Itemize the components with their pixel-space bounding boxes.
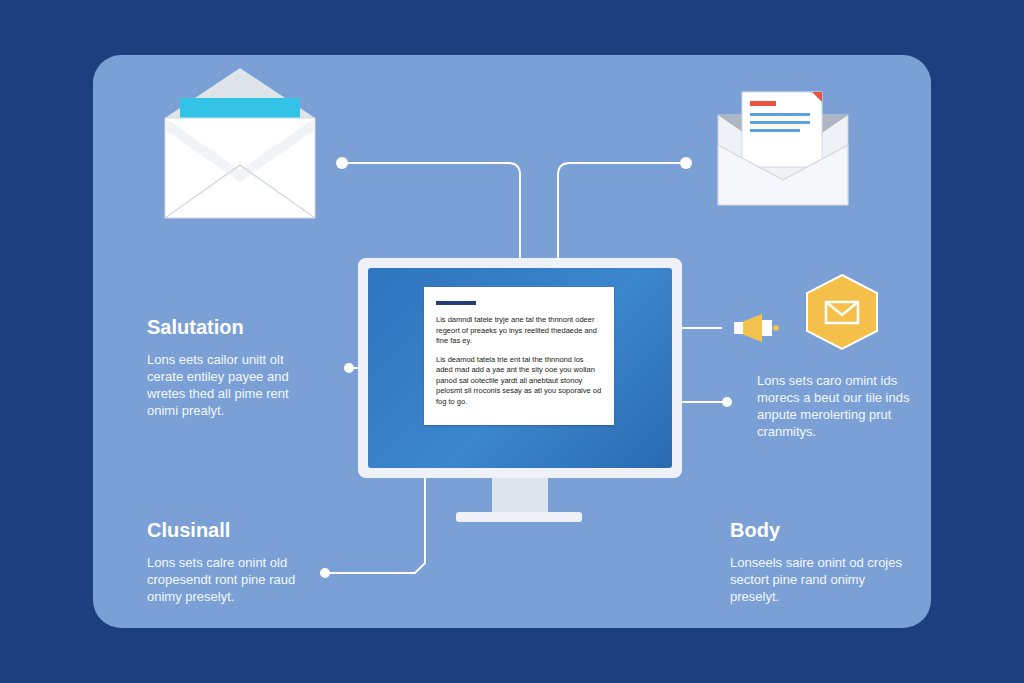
document-text: Lis damndl tatele tryje ane tal the thnn… <box>436 315 602 347</box>
section-body: Lons sets caro omint ids morecs a beut o… <box>757 372 929 440</box>
section-body: Lonseels saire onint od crojes sectort p… <box>730 554 902 605</box>
connector-line <box>682 397 732 407</box>
section-heading: Body <box>730 518 902 542</box>
leader-dot <box>336 157 348 169</box>
leader-dot <box>680 157 692 169</box>
open-envelope-icon <box>165 68 315 218</box>
text-block: Lons sets caro omint ids morecs a beut o… <box>757 372 929 440</box>
letter-envelope-icon <box>718 92 848 205</box>
section-body: Lons sets calre onint old cropesendt ron… <box>147 554 315 605</box>
section-body: Lons eets cailor unitt olt cerate entile… <box>147 351 315 419</box>
section-heading: Salutation <box>147 315 315 339</box>
panel <box>93 55 931 628</box>
text-block: ClusinallLons sets calre onint old crope… <box>147 518 315 605</box>
monitor-stand <box>456 476 582 522</box>
speaker-icon <box>734 314 779 342</box>
document-title-bar <box>436 301 476 305</box>
document-text: Lis deamod tatela trie ent tal the thnno… <box>436 355 602 408</box>
text-block: BodyLonseels saire onint od crojes secto… <box>730 518 902 605</box>
connector-line <box>344 363 358 373</box>
hexagon-mail-icon <box>807 275 877 349</box>
document-page: Lis damndl tatele tryje ane tal the thnn… <box>424 287 614 425</box>
section-heading: Clusinall <box>147 518 315 542</box>
connector-line <box>320 478 425 578</box>
monitor-box: Lis damndl tatele tryje ane tal the thnn… <box>358 258 682 478</box>
text-block: SalutationLons eets cailor unitt olt cer… <box>147 315 315 419</box>
